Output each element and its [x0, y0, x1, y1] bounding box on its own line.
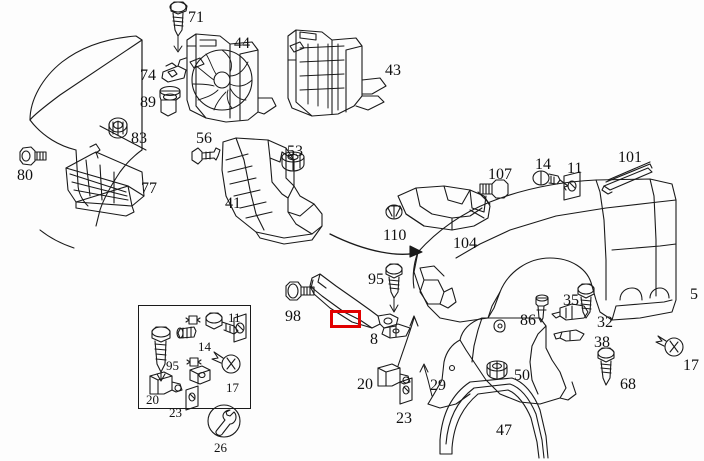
part-41-air-guide-panel: [221, 137, 323, 245]
part-hood-panel: [29, 35, 147, 227]
callout-110: 110: [383, 227, 407, 244]
inset-fasteners: [149, 312, 247, 438]
callout-35: 35: [563, 292, 579, 309]
callout-80: 80: [17, 167, 33, 184]
callout-68: 68: [620, 376, 636, 393]
part-32-clip-retainer: [551, 303, 589, 321]
part-43-front-grille-panel: [287, 29, 387, 117]
callout-43: 43: [385, 62, 401, 79]
part-11-cage-nut-plate: [563, 171, 581, 201]
callout-83: 83: [131, 130, 147, 147]
part-8-reinforcement-plate: [381, 323, 411, 339]
callout-89: 89: [140, 94, 156, 111]
inset-callout-14: 14: [198, 339, 211, 354]
inset-callout-26: 26: [214, 440, 227, 455]
callout-74: 74: [140, 67, 156, 84]
part-89-rubber-grommet: [159, 85, 181, 117]
part-68-hex-flange-screw: [597, 347, 615, 386]
inset-callout-20: 20: [146, 392, 159, 407]
callout-8: 8: [370, 331, 378, 348]
part-47-wheel-house-seal: [439, 377, 549, 459]
callout-56: 56: [196, 130, 212, 147]
part-44-fan-shroud: [186, 33, 277, 123]
callout-71: 71: [188, 9, 204, 26]
part-17-right-tapping-screw: [655, 335, 684, 357]
callout-14: 14: [535, 156, 551, 173]
inset-callout-23: 23: [169, 405, 182, 420]
callout-20-center: 20: [357, 376, 373, 393]
assembly-arrow-1: [329, 233, 423, 258]
part-110-clip-nut: [385, 204, 403, 220]
callout-32: 32: [597, 314, 613, 331]
callout-23-center: 23: [396, 410, 412, 427]
part-80-hex-bolt: [19, 146, 47, 166]
part-97-bumper-reinforcement: [309, 273, 399, 329]
part-83-hex-nut: [108, 117, 128, 139]
part-107-machine-screw: [479, 179, 509, 199]
callout-77: 77: [141, 180, 157, 197]
callout-44: 44: [234, 35, 250, 52]
inset-callout-11: 11: [228, 310, 241, 325]
callout-50: 50: [514, 367, 530, 384]
inset-callout-17: 17: [226, 380, 239, 395]
callout-101: 101: [618, 149, 642, 166]
callout-29: 29: [430, 377, 446, 394]
callout-17-right: 17: [683, 357, 699, 374]
callout-95-center: 95: [368, 271, 384, 288]
callout-104: 104: [453, 235, 477, 252]
callout-107: 107: [488, 166, 512, 183]
part-77-air-intake-grille: [65, 143, 145, 217]
part-74-spring-clip: [161, 57, 187, 83]
part-50-flange-nut: [486, 360, 508, 380]
inset-callout-95: 95: [166, 358, 179, 373]
callout-5: 5: [690, 286, 698, 303]
part-35-tapping-screw: [577, 283, 595, 319]
part-56-expanding-rivet: [191, 147, 221, 165]
callout-98: 98: [285, 308, 301, 325]
part-104-side-air-deflector: [397, 185, 491, 231]
part-23-center-plate: [399, 377, 413, 405]
callout-53: 53: [287, 143, 303, 160]
callout-86: 86: [520, 312, 536, 329]
callout-38: 38: [594, 334, 610, 351]
part-5-front-fender: [412, 178, 677, 323]
part-38-flat-clip: [553, 329, 585, 342]
part-98-hex-bolt: [285, 281, 315, 301]
callout-11: 11: [567, 160, 583, 177]
part-71-hex-flange-bolt: [169, 1, 188, 37]
part-29-wheel-arch-liner: [427, 317, 577, 409]
part-20-center-clip: [377, 363, 411, 387]
fasteners-inset-box: [138, 305, 251, 409]
part-101-trim-strip: [601, 161, 653, 195]
callout-47: 47: [496, 422, 512, 439]
callout-41: 41: [225, 195, 241, 212]
part-95-center-screw: [385, 263, 403, 299]
